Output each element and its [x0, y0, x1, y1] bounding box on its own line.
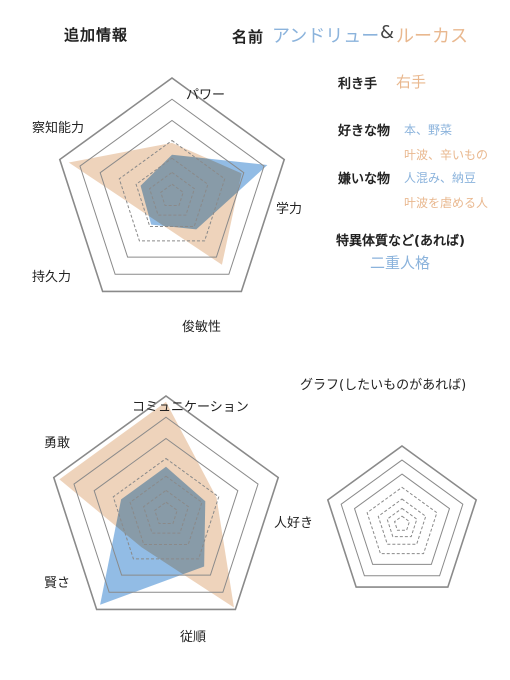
- dislikes-blue: 人混み、納豆: [404, 171, 477, 185]
- likes-orange: 叶波、辛いもの: [404, 148, 489, 162]
- radar-grid-ring: [326, 445, 478, 588]
- axis-label-power: パワー: [186, 88, 226, 103]
- name-first: アンドリュー: [272, 26, 380, 47]
- radar-chart-empty: [326, 445, 478, 588]
- radar-grid-ring: [340, 459, 464, 577]
- axis-label-stamina: 持久力: [32, 270, 72, 285]
- radar-grid-ring: [393, 515, 411, 531]
- radar-grid-ring: [135, 157, 209, 228]
- handedness-value: 右手: [396, 73, 427, 91]
- handedness-label: 利き手: [338, 77, 378, 92]
- dislikes-label: 嫌いな物: [338, 172, 391, 187]
- special-value: 二重人格: [370, 254, 431, 272]
- radar-grid-ring: [129, 475, 203, 546]
- dislikes-orange: 叶波を虐める人: [404, 196, 489, 210]
- axis-label-brave: 勇敢: [44, 436, 71, 451]
- name-ampersand: &: [380, 22, 395, 43]
- radar-grid-ring: [58, 77, 286, 293]
- radar-grid-ring: [52, 395, 280, 611]
- special-label: 特異体質など(あれば): [336, 234, 465, 249]
- radar-grid-ring: [93, 437, 239, 576]
- likes-blue: 本、野菜: [404, 123, 453, 137]
- axis-label-sociable: 人好き: [274, 516, 314, 531]
- radar-chart-abilities: [58, 77, 286, 293]
- section-title: 追加情報: [64, 26, 129, 44]
- graph-caption: グラフ(したいものがあれば): [300, 378, 467, 393]
- radar-grid-ring: [148, 171, 196, 216]
- radar-grid-ring: [353, 473, 451, 565]
- name-second: ルーカス: [396, 26, 468, 47]
- axis-label-obedient: 従順: [180, 630, 207, 645]
- axis-label-smart: 賢さ: [44, 576, 71, 591]
- radar-grid-ring: [73, 416, 259, 593]
- radar-grid-ring: [79, 98, 265, 275]
- axis-label-academic: 学力: [276, 202, 303, 217]
- axis-label-communication: コミュニケーション: [132, 400, 249, 415]
- name-label: 名前: [232, 28, 265, 46]
- radar-grid-ring: [112, 457, 220, 560]
- likes-label: 好きな物: [338, 124, 391, 139]
- radar-grid-ring: [160, 183, 184, 207]
- axis-label-perception: 察知能力: [32, 121, 85, 136]
- radar-grid-ring: [154, 501, 178, 525]
- axis-label-agility: 俊敏性: [182, 320, 222, 335]
- radar-grid-ring: [99, 119, 245, 258]
- radar-grid-ring: [377, 498, 427, 545]
- radar-grid-ring: [366, 486, 438, 555]
- radar-grid-ring: [386, 507, 418, 538]
- radar-chart-personality: [52, 395, 280, 611]
- radar-series-orange: [59, 401, 234, 608]
- radar-grid-ring: [118, 139, 226, 242]
- radar-series-orange: [68, 142, 242, 265]
- radar-grid-ring: [142, 489, 190, 534]
